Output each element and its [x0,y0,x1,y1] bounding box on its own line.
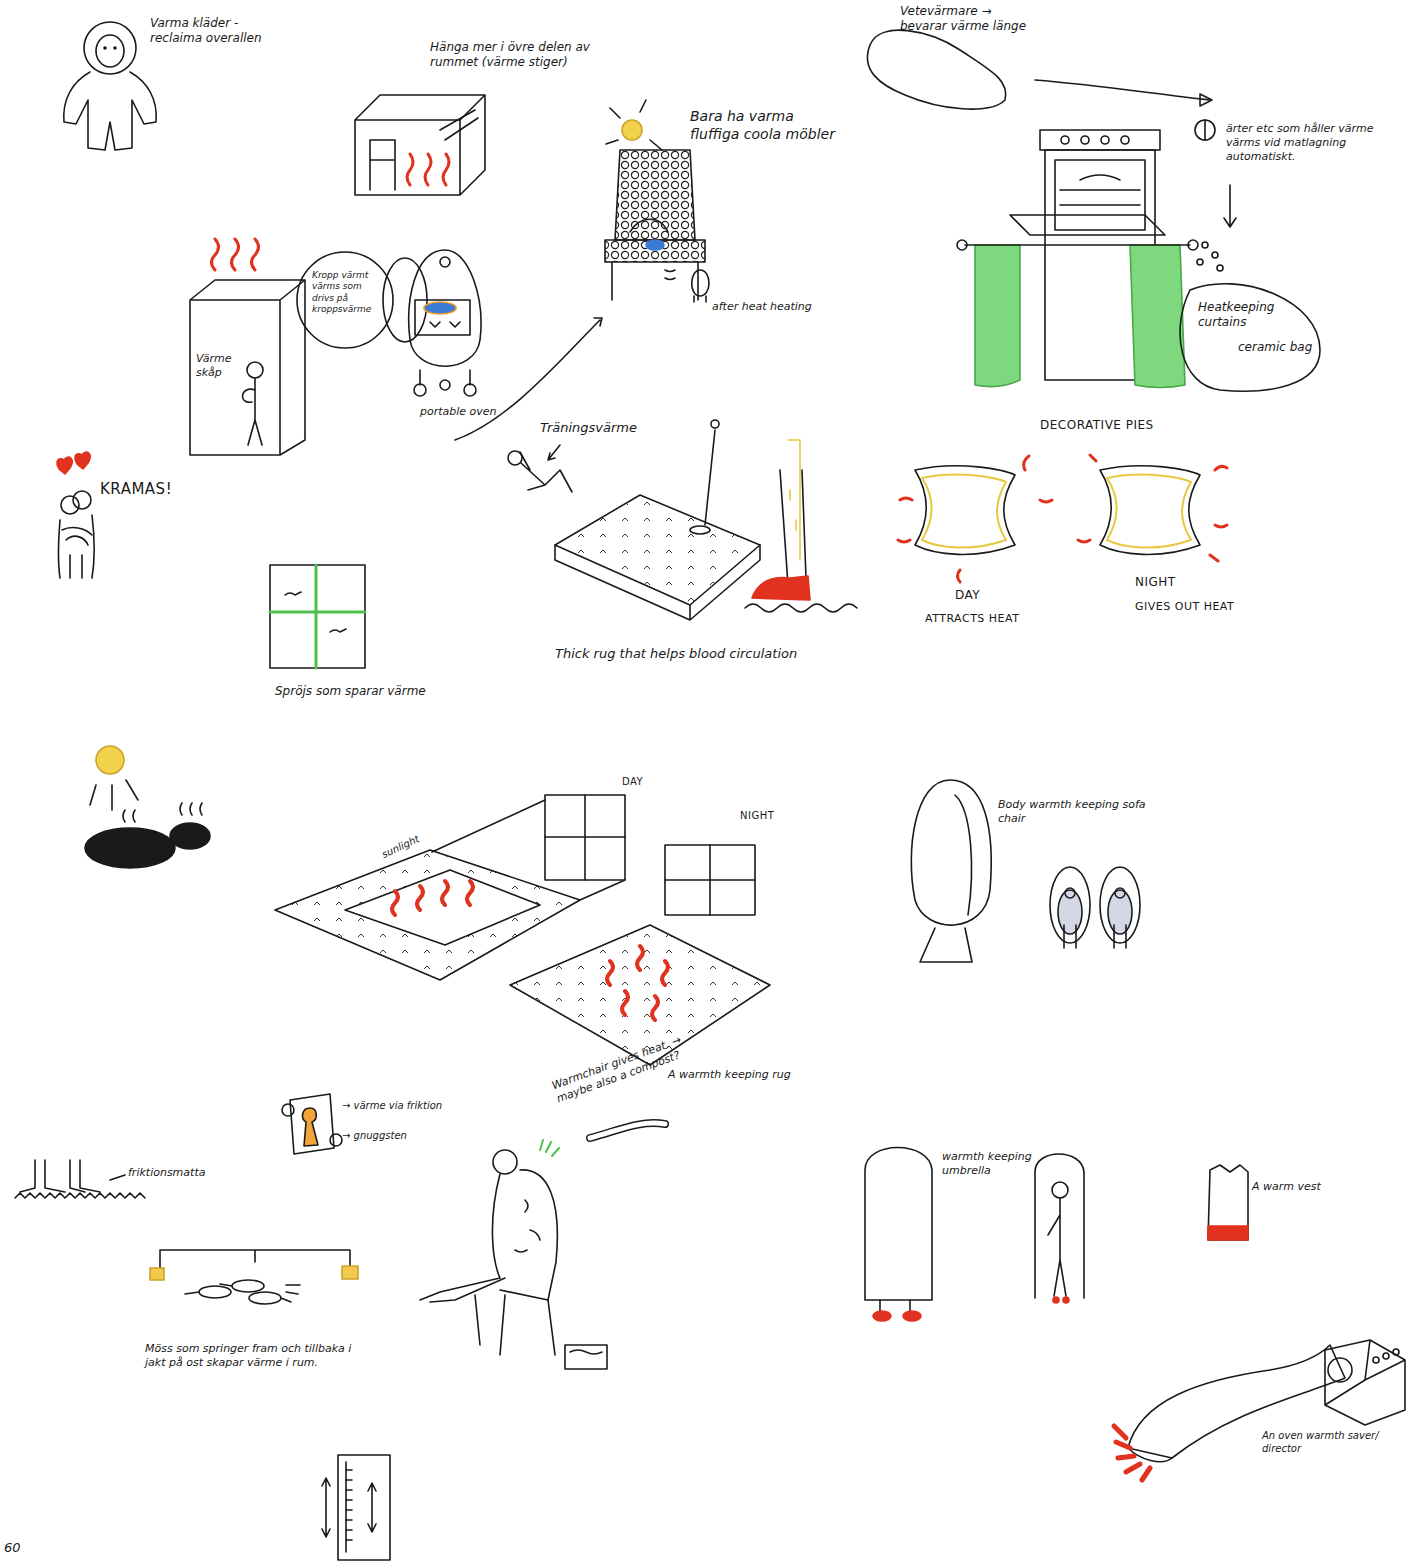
sketch-note: NIGHT [1135,575,1215,590]
sketch-note: sunlight [380,820,449,861]
sketch-note: Heatkeeping curtains [1198,300,1308,330]
sketch-note: friktionsmatta [128,1166,248,1180]
sketch-note: Värme skåp [196,352,246,380]
sketch-note: Thick rug that helps blood circulation [555,646,805,662]
sketch-note: Kropp värmt värms som drivs på kroppsvär… [312,270,380,315]
sketch-note: An oven warmth saver/ director [1262,1430,1402,1455]
sketch-note: A warmth keeping rug [668,1068,838,1082]
sketch-note: ärter etc som håller värme värms vid mat… [1226,122,1386,163]
sketch-note: A warm vest [1252,1180,1362,1194]
sketch-note: Body warmth keeping sofa chair [998,798,1158,826]
sketch-note: 60 [4,1540,44,1556]
sketch-note: Möss som springer fram och tillbaka i ja… [145,1342,360,1370]
sketch-note: GIVES OUT HEAT [1135,600,1275,614]
sketch-note: warmth keeping umbrella [942,1150,1052,1178]
sketch-note: Vetevärmare → bevarar värme länge [900,4,1030,34]
sketch-note: Bara ha varma fluffiga coola möbler [690,108,840,143]
sketch-note: ceramic bag [1238,340,1316,355]
sketch-note: Varma kläder -reclaima overallen [150,16,265,46]
sketch-note: KRAMAS! [100,480,210,499]
sketch-note: Hänga mer i övre delen av rummet (värme … [430,40,615,70]
sketch-note: Träningsvärme [540,420,680,436]
sketch-note: DECORATIVE PIES [1040,418,1210,433]
sketch-note: → gnuggsten [342,1130,462,1143]
sketch-note: portable oven [420,405,530,419]
sketch-note: Spröjs som sparar värme [275,684,495,699]
sketch-note: → värme via friktion [342,1100,462,1113]
sketch-note: DAY [955,588,1015,603]
sketch-note: after heat heating [712,300,837,314]
sketch-note: DAY [622,776,682,789]
sketch-note: Warmchair gives heat. → maybe also a com… [550,1029,700,1106]
sketch-note: ATTRACTS HEAT [925,612,1055,626]
sketch-note: NIGHT [740,810,810,823]
